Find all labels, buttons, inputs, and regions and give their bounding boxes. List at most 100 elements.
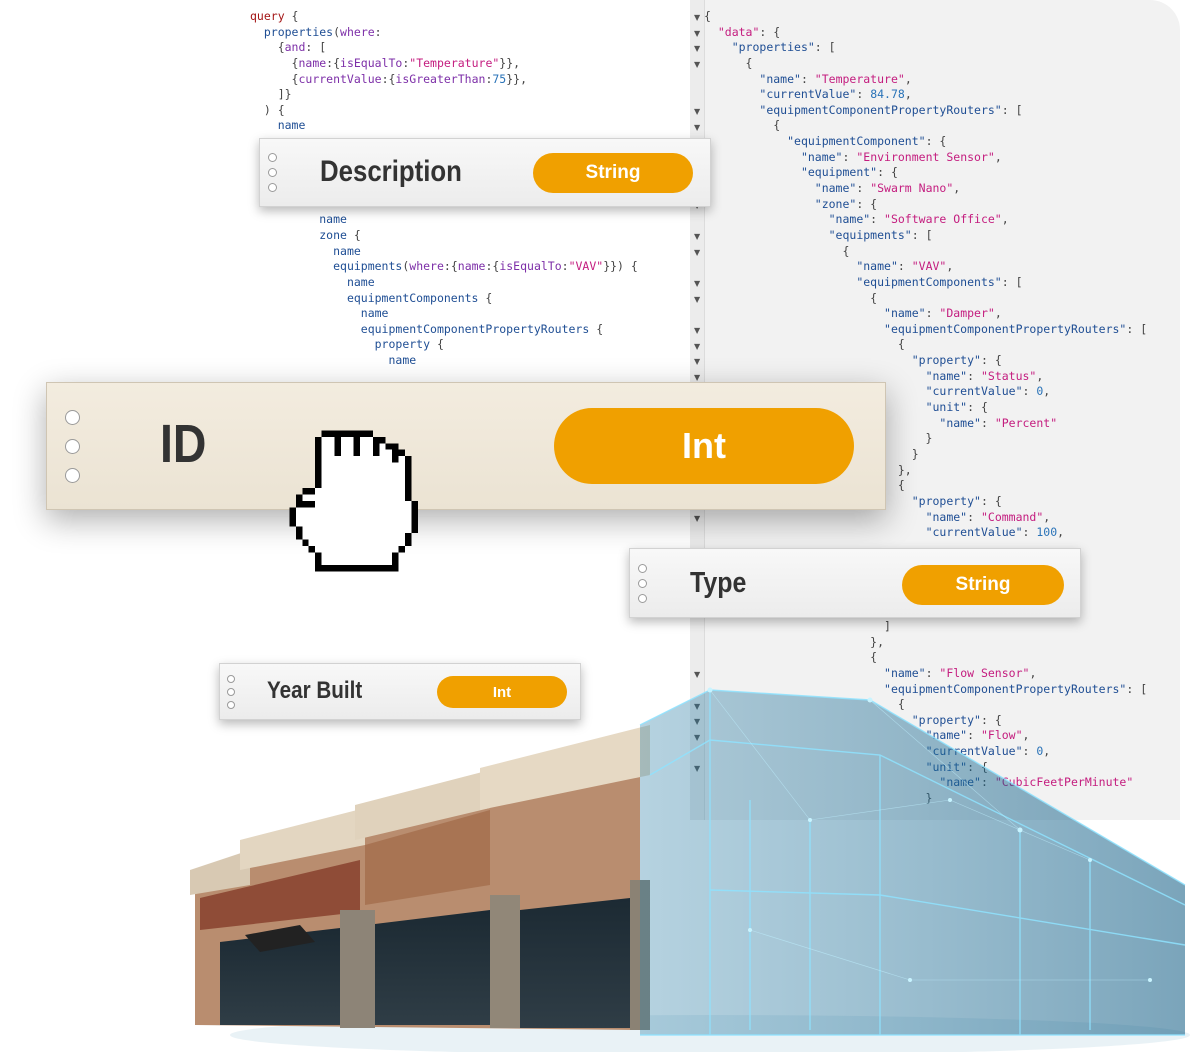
code-token: {	[704, 9, 711, 23]
field-card-id[interactable]: ID Int	[46, 382, 886, 510]
fold-arrow-icon[interactable]: ▼	[694, 122, 701, 132]
code-token: name	[457, 259, 486, 274]
field-card-description[interactable]: Description String	[259, 138, 711, 207]
code-token: {	[704, 55, 753, 70]
code-token: : {	[980, 353, 1002, 368]
code-line: "property": {	[704, 494, 1147, 510]
code-token: ) {	[250, 102, 285, 117]
code-token: name	[346, 274, 375, 289]
code-token: "name"	[939, 415, 981, 430]
code-token: :	[1022, 525, 1037, 540]
code-line: {and: [	[250, 40, 638, 56]
code-token	[250, 212, 319, 226]
code-line: "equipmentComponents": [	[704, 275, 1147, 291]
field-card-year-built[interactable]: Year Built Int	[219, 663, 581, 720]
code-token: "equipmentComponent"	[787, 134, 926, 149]
code-token: "property"	[911, 353, 981, 368]
code-token	[704, 322, 884, 336]
code-token: "Percent"	[994, 415, 1058, 430]
fold-arrow-icon[interactable]: ▼	[694, 294, 701, 304]
fold-arrow-icon[interactable]: ▼	[694, 357, 701, 367]
code-line: name	[250, 118, 638, 134]
code-token: },	[897, 462, 912, 477]
code-token: "equipmentComponents"	[856, 274, 1002, 289]
code-line: "name": "Command",	[704, 510, 1147, 526]
code-token: currentValue	[298, 71, 382, 86]
code-token: isEqualTo	[499, 259, 562, 274]
code-token: :{	[326, 55, 341, 70]
code-line: name	[250, 244, 638, 260]
code-token	[704, 525, 926, 539]
code-token: : {	[759, 24, 781, 39]
code-token: ,	[1036, 368, 1044, 383]
field-card-type[interactable]: Type String	[629, 548, 1081, 618]
code-token: :	[967, 509, 981, 524]
code-token	[250, 25, 264, 39]
fold-arrow-icon[interactable]: ▼	[694, 247, 701, 257]
code-line: "equipmentComponent": {	[704, 134, 1147, 150]
code-token	[704, 134, 787, 148]
code-token: : [	[1126, 681, 1148, 696]
json-result-code: { "data": { "properties": [ { "name": "T…	[704, 9, 1147, 807]
code-token: "equipmentComponentPropertyRouters"	[884, 321, 1127, 336]
fold-arrow-icon[interactable]: ▼	[694, 44, 701, 54]
code-token: :	[856, 87, 871, 102]
punch-holes	[65, 383, 80, 509]
code-token: "currentValue"	[759, 87, 857, 102]
code-token: "name"	[814, 181, 857, 196]
code-token: equipmentComponentPropertyRouters	[360, 321, 590, 336]
fold-arrow-icon[interactable]: ▼	[694, 670, 701, 680]
code-token: "VAV"	[911, 259, 947, 274]
code-token: :	[402, 55, 410, 70]
code-token: "Damper"	[939, 306, 995, 321]
code-token: ,	[1001, 212, 1009, 227]
code-token: "name"	[884, 306, 926, 321]
code-token: isGreaterThan	[395, 71, 486, 86]
code-token: }	[925, 431, 933, 446]
code-token: ]}	[250, 87, 292, 102]
fold-arrow-icon[interactable]: ▼	[694, 513, 701, 523]
code-token: {	[704, 290, 878, 305]
code-token: {	[589, 321, 604, 336]
code-token	[704, 353, 912, 367]
code-line: "equipmentComponentPropertyRouters": [	[704, 682, 1147, 698]
code-token: "CubicFeetPerMinute"	[994, 775, 1134, 790]
fold-arrow-icon[interactable]: ▼	[694, 372, 701, 382]
code-token: {	[704, 337, 905, 352]
code-token: :	[1022, 384, 1037, 399]
grab-hand-cursor-icon	[289, 430, 418, 572]
fold-arrow-icon[interactable]: ▼	[694, 106, 701, 116]
code-line: {	[704, 697, 1147, 713]
fold-arrow-icon[interactable]: ▼	[694, 28, 701, 38]
code-token: {	[704, 650, 878, 665]
code-token: :{	[443, 259, 458, 274]
code-token: {	[704, 118, 781, 133]
code-token: "currentValue"	[925, 384, 1023, 399]
code-token	[250, 291, 347, 305]
code-token: : [	[1001, 102, 1023, 117]
code-token: "name"	[800, 149, 843, 164]
fold-arrow-icon[interactable]: ▼	[694, 326, 701, 335]
punch-holes	[268, 139, 277, 206]
code-token: : {	[980, 493, 1002, 508]
fold-arrow-icon[interactable]: ▼	[694, 13, 701, 22]
code-token: :	[967, 728, 981, 743]
code-token	[704, 87, 759, 101]
fold-arrow-icon[interactable]: ▼	[694, 279, 701, 289]
fold-arrow-icon[interactable]: ▼	[694, 232, 701, 242]
code-token	[704, 197, 815, 211]
code-token: "Environment Sensor"	[856, 149, 995, 164]
code-token	[250, 228, 319, 242]
code-token: name	[277, 118, 306, 133]
fold-arrow-icon[interactable]: ▼	[694, 341, 701, 351]
code-token: :	[1022, 744, 1037, 759]
code-token: }},	[506, 71, 528, 86]
code-token: "Software Office"	[884, 212, 1002, 227]
field-label: ID	[160, 414, 207, 474]
fold-arrow-icon[interactable]: ▼	[694, 59, 701, 69]
code-token	[704, 228, 829, 242]
code-token: :	[856, 181, 871, 196]
code-token: {	[430, 337, 444, 352]
code-line: "name": "Environment Sensor",	[704, 150, 1147, 166]
code-token: 84.78	[870, 87, 905, 102]
